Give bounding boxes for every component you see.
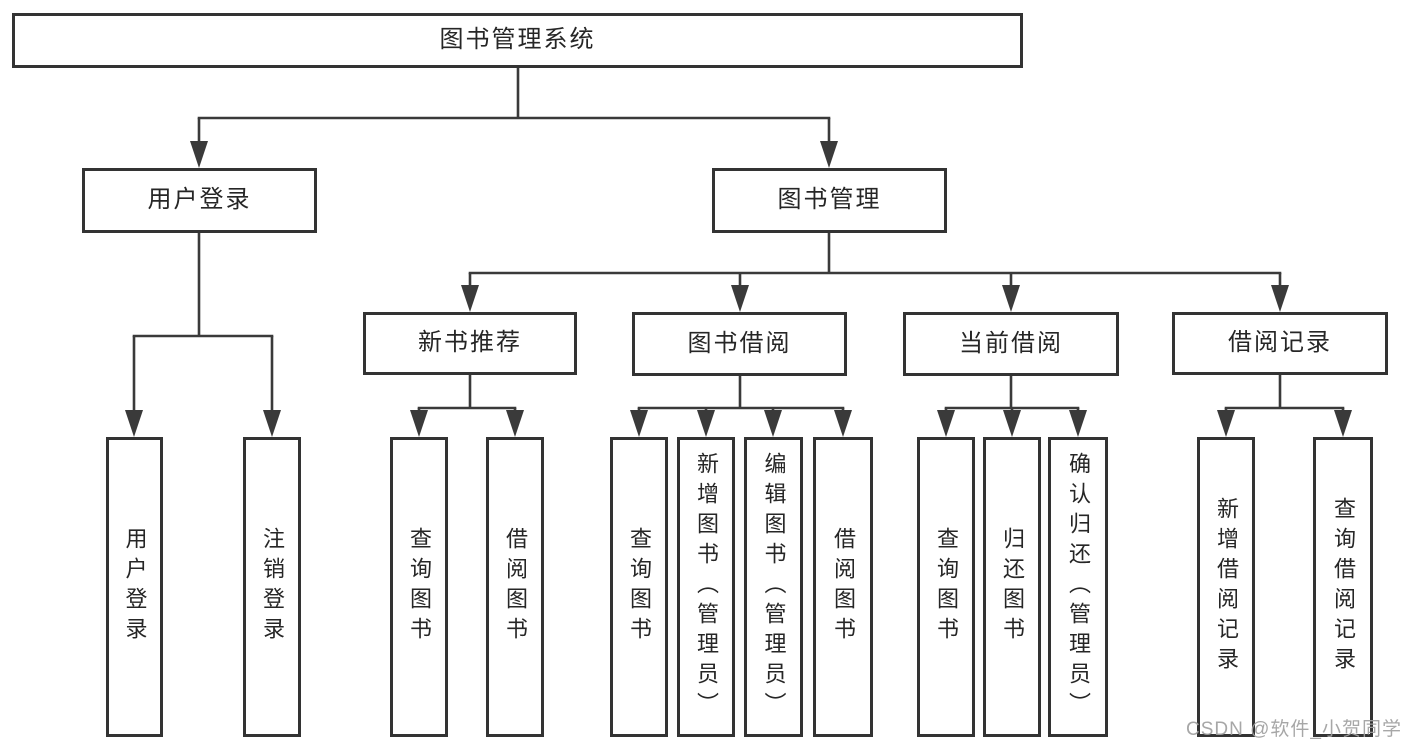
node-label: 新增图书（管理员） — [694, 452, 719, 722]
arrowhead-down-icon — [764, 410, 782, 437]
arrowhead-down-icon — [1002, 285, 1020, 312]
node-label: 图书管理 — [777, 186, 882, 214]
arrowhead-down-icon — [820, 141, 838, 168]
csdn-watermark: CSDN @软件_小贺同学 — [1186, 719, 1402, 740]
arrowhead-down-icon — [410, 410, 428, 437]
arrowhead-down-icon — [190, 141, 208, 168]
node-label: 确认归还（管理员） — [1066, 452, 1091, 722]
arrowhead-down-icon — [1271, 285, 1289, 312]
node-label: 查询图书 — [407, 527, 432, 647]
arrowhead-down-icon — [834, 410, 852, 437]
node-leaf-query-borrow-record: 查询借阅记录 — [1313, 437, 1373, 737]
node-leaf-user-login: 用户登录 — [106, 437, 163, 737]
connector-root — [190, 68, 838, 168]
arrowhead-down-icon — [461, 285, 479, 312]
node-leaf-add-book-admin: 新增图书（管理员） — [677, 437, 735, 737]
arrowhead-down-icon — [125, 410, 143, 437]
node-label: 用户登录 — [122, 527, 148, 647]
arrowhead-down-icon — [506, 410, 524, 437]
node-borrowing-records: 借阅记录 — [1172, 312, 1388, 375]
node-leaf-confirm-return-admin: 确认归还（管理员） — [1048, 437, 1108, 737]
node-label: 查询图书 — [627, 527, 652, 647]
node-leaf-query-books-2: 查询图书 — [610, 437, 668, 737]
node-label: 借阅图书 — [503, 527, 528, 647]
node-label: 查询图书 — [934, 527, 959, 647]
connector-current-borrowing — [937, 376, 1087, 437]
node-label: 新书推荐 — [418, 329, 522, 357]
connector-book-management — [461, 233, 1289, 312]
node-label: 归还图书 — [1000, 527, 1025, 647]
node-leaf-return-book: 归还图书 — [983, 437, 1041, 737]
node-library-management-system: 图书管理系统 — [12, 13, 1023, 68]
node-user-login-module: 用户登录 — [82, 168, 317, 233]
node-leaf-add-borrow-record: 新增借阅记录 — [1197, 437, 1255, 737]
node-label: 用户登录 — [147, 186, 252, 214]
node-label: 当前借阅 — [959, 329, 1063, 357]
connector-user-login — [125, 233, 281, 437]
node-label: 编辑图书（管理员） — [761, 452, 787, 722]
arrowhead-down-icon — [697, 410, 715, 437]
node-label: 注销登录 — [260, 527, 285, 647]
node-leaf-query-books-3: 查询图书 — [917, 437, 975, 737]
node-label: 借阅记录 — [1228, 329, 1332, 357]
node-label: 图书借阅 — [687, 329, 792, 357]
node-leaf-borrow-books-1: 借阅图书 — [486, 437, 544, 737]
arrowhead-down-icon — [937, 410, 955, 437]
node-book-borrowing: 图书借阅 — [632, 312, 847, 376]
node-label: 图书管理系统 — [439, 26, 596, 54]
node-leaf-query-books-1: 查询图书 — [390, 437, 448, 737]
arrowhead-down-icon — [263, 410, 281, 437]
connector-borrowing-records — [1217, 375, 1352, 437]
arrowhead-down-icon — [1217, 410, 1235, 437]
arrowhead-down-icon — [630, 410, 648, 437]
arrowhead-down-icon — [731, 285, 749, 312]
node-label: 借阅图书 — [831, 527, 856, 647]
connector-book-borrowing — [630, 376, 852, 437]
node-label: 查询借阅记录 — [1331, 497, 1356, 677]
arrowhead-down-icon — [1003, 410, 1021, 437]
node-current-borrowing: 当前借阅 — [903, 312, 1119, 376]
node-leaf-logout: 注销登录 — [243, 437, 301, 737]
node-new-book-recommend: 新书推荐 — [363, 312, 577, 375]
connector-new-book-recommend — [410, 375, 524, 437]
arrowhead-down-icon — [1069, 410, 1087, 437]
node-leaf-edit-book-admin: 编辑图书（管理员） — [744, 437, 803, 737]
node-book-management-module: 图书管理 — [712, 168, 947, 233]
node-label: 新增借阅记录 — [1214, 497, 1239, 677]
node-leaf-borrow-books-2: 借阅图书 — [813, 437, 873, 737]
arrowhead-down-icon — [1334, 410, 1352, 437]
